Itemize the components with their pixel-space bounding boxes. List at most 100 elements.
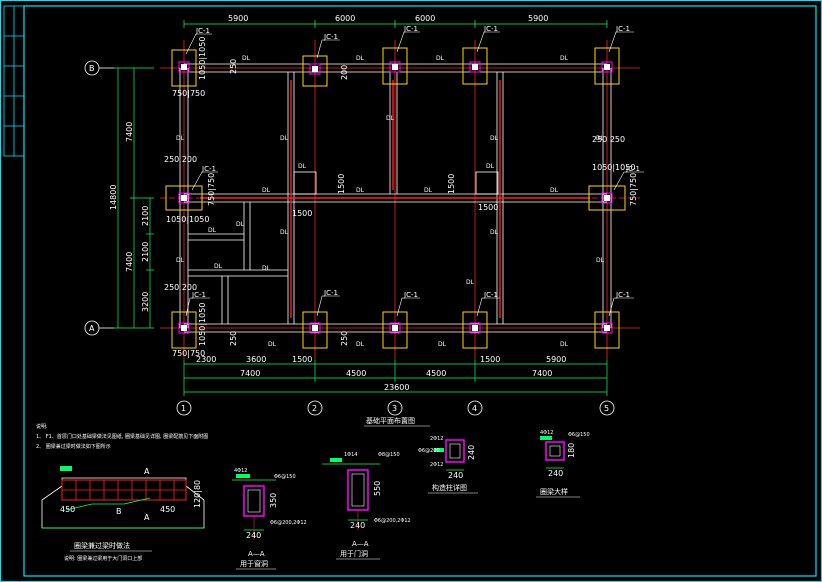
beam-label: DL <box>436 55 445 62</box>
footing-a5 <box>594 311 620 349</box>
column-detail: 2Φ12 2Φ12 Φ6@200 240 240 构造柱详图 <box>418 436 478 494</box>
beam-label: DL <box>596 135 605 142</box>
footing-label: JC-1 <box>483 25 498 33</box>
window-bar: Φ6@150 <box>274 474 296 480</box>
footing-dim: 1050|1050 <box>198 37 207 80</box>
door-dim: 550 <box>373 481 382 496</box>
ringbeam-dim: 240 <box>548 469 563 478</box>
lintel-mark: A <box>144 513 150 522</box>
beam-label: DL <box>298 163 307 170</box>
top-dim: 5900 <box>228 14 248 23</box>
window-title: 用于窗洞 <box>240 559 268 568</box>
footing-label: JC-1 <box>403 291 418 299</box>
bottom-dim: 4500 <box>346 369 366 378</box>
foundation-plan: JC-1 JC-1 JC-1 JC-1 JC-1 JC-1 JC-1 JC-1 … <box>84 14 644 427</box>
footing-label: JC-1 <box>403 25 418 33</box>
ringbeam-bar: 4Φ12 <box>540 430 553 436</box>
beam-label: DL <box>280 229 289 236</box>
beam-accents <box>200 80 590 318</box>
footing-a1 <box>171 311 197 349</box>
left-dim: 2100 <box>141 206 150 226</box>
left-dim: 14800 <box>109 185 118 210</box>
axis-4: 4 <box>472 404 477 413</box>
beam-label: DL <box>560 341 569 348</box>
beam-label: DL <box>596 257 605 264</box>
beam-label: DL <box>280 135 289 142</box>
footing-dim: 200 <box>340 65 349 80</box>
footing-label: JC-1 <box>201 165 216 173</box>
bottom-dim: 5900 <box>546 355 566 364</box>
bottom-dim: 3600 <box>246 355 266 364</box>
footing-label: JC-1 <box>625 165 640 173</box>
door-section: 1Φ14 Φ8@150 240 550 Φ6@200,2Φ12 A—A 用于门洞 <box>322 452 411 560</box>
footing-dim: 1500 <box>447 174 456 194</box>
beam-labels: DL DL DL DL DL DL DL DL DL DL DL DL DL D… <box>176 55 605 348</box>
column-stirrup: Φ6@200 <box>418 448 440 454</box>
axis-5: 5 <box>604 404 609 413</box>
ringbeam-bar: Φ6@150 <box>568 432 590 438</box>
door-extra: Φ6@200,2Φ12 <box>374 518 411 524</box>
beam-label: DL <box>424 187 433 194</box>
door-title: 用于门洞 <box>340 549 368 558</box>
bottom-dimensions: 2300 3600 1500 1500 5900 7400 4500 4500 … <box>196 355 566 392</box>
ringbeam-dim: 180 <box>567 443 576 458</box>
axis-3: 3 <box>392 404 397 413</box>
footing-dim: 250 200 <box>164 283 197 292</box>
footing-dim: 250 <box>340 331 349 346</box>
left-dim: 7400 <box>125 122 134 142</box>
left-dim: 3200 <box>141 292 150 312</box>
window-extra: Φ6@200,2Φ12 <box>270 520 307 526</box>
footing-dim: 250 250 <box>592 135 625 144</box>
footing-dims: 750|750 750|750 1050|1050 1050|1050 250 … <box>164 37 638 358</box>
ringbeam-title: 圈梁大样 <box>540 487 568 496</box>
inner-border <box>23 5 817 577</box>
footing-label: JC-1 <box>323 289 338 297</box>
lintel-note: 说明: 圈梁兼过梁用于大门洞口上部 <box>64 555 142 562</box>
lintel-title: 圈梁兼过梁时做法 <box>74 541 130 550</box>
left-dimensions: 14800 7400 7400 2100 2100 3200 <box>109 122 150 312</box>
bottom-dim: 2300 <box>196 355 216 364</box>
axis-b: B <box>89 64 95 73</box>
beam-label: DL <box>262 265 271 272</box>
bottom-dim: 7400 <box>240 369 260 378</box>
beam-label: DL <box>438 341 447 348</box>
lintel-detail: 450 450 A B A 120|80 圈梁兼过梁时做法 说明: 圈梁兼过梁用… <box>41 466 205 562</box>
top-dimensions: 5900 6000 6000 5900 <box>228 14 548 23</box>
binding-strip <box>3 5 25 157</box>
notes-line-2: 2、 圈梁兼过梁时做法如下图所示 <box>36 443 111 450</box>
beam-label: DL <box>214 263 223 270</box>
footing-dim: 250 <box>229 59 238 74</box>
window-section: 4Φ12 Φ6@150 240 350 Φ6@200,2Φ12 A—A 用于窗洞 <box>232 468 307 570</box>
beam-label: DL <box>242 55 251 62</box>
footing-dim: 1500 <box>292 209 312 218</box>
window-dim: 240 <box>246 531 261 540</box>
axis-2: 2 <box>312 404 317 413</box>
footing-label: JC-1 <box>615 25 630 33</box>
beam-label: DL <box>268 341 277 348</box>
beam-label: DL <box>236 221 245 228</box>
top-dim: 6000 <box>415 14 435 23</box>
footing-m5 <box>588 185 626 211</box>
door-dim: 240 <box>350 521 365 530</box>
footing-dim: 750|750 <box>172 89 205 98</box>
beam-label: DL <box>176 135 185 142</box>
footing-a2 <box>302 311 328 349</box>
beam-label: DL <box>560 55 569 62</box>
footing-label: JC-1 <box>483 291 498 299</box>
axis-a: A <box>89 324 95 333</box>
door-section-title: A—A <box>352 540 369 548</box>
column-title: 构造柱详图 <box>432 483 467 492</box>
footing-dim: 1050|1050 <box>166 215 209 224</box>
beam-label: DL <box>490 135 499 142</box>
dimension-lines <box>114 20 608 396</box>
footing-dim: 1500 <box>337 174 346 194</box>
bottom-dim: 1500 <box>480 355 500 364</box>
footing-label: JC-1 <box>615 291 630 299</box>
beam-label: DL <box>356 187 365 194</box>
footing-label: JC-1 <box>195 27 210 35</box>
beam-label: DL <box>490 229 499 236</box>
plan-title: 基础平面布置图 <box>366 416 415 425</box>
lintel-dim: 450 <box>160 505 175 514</box>
footing-dim: 1050|1050 <box>592 163 635 172</box>
